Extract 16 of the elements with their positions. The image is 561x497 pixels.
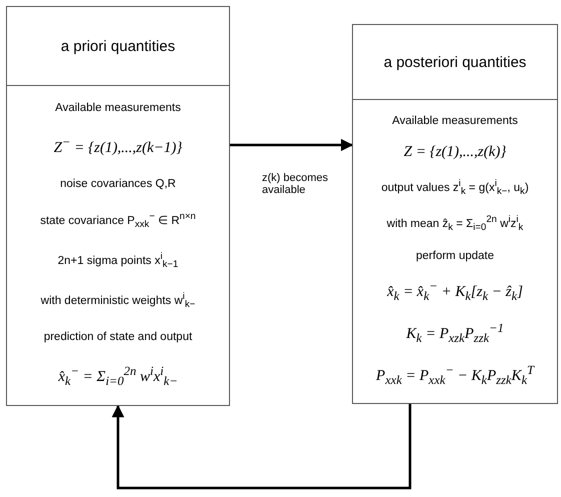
box-heading: a posteriori quantities <box>384 54 526 70</box>
text-line: Available measurements <box>55 102 181 114</box>
arrow <box>230 138 354 152</box>
formula: Z = {z(1),...,z(k)} <box>404 144 506 161</box>
text-line: perform update <box>416 250 494 262</box>
box-heading: a priori quantities <box>60 38 176 54</box>
text-line: output values z$^{i}$$_{k}$ = g(x$^{i}$$_{k−}$, u$_{k}$) <box>381 178 529 197</box>
text-line: state covariance P$_{xxk}$$^{−}$ ∈ R$^{n×n}$ <box>40 210 196 230</box>
process-box <box>352 24 558 404</box>
text-line: Available measurements <box>392 114 518 127</box>
text-line: prediction of state and output <box>44 330 192 343</box>
process-box <box>6 6 230 406</box>
formula: Z$^{−}$ = {z(1),...,z(k−1)} <box>54 135 182 158</box>
formula: x̂$_{k}$ = x̂$_{k}$$^{−}$ + K$_{k}$[z$_{k}$ − ẑ$_{k}$] <box>387 279 523 304</box>
arrow <box>112 404 412 490</box>
text-line: noise covariances Q,R <box>60 178 176 190</box>
